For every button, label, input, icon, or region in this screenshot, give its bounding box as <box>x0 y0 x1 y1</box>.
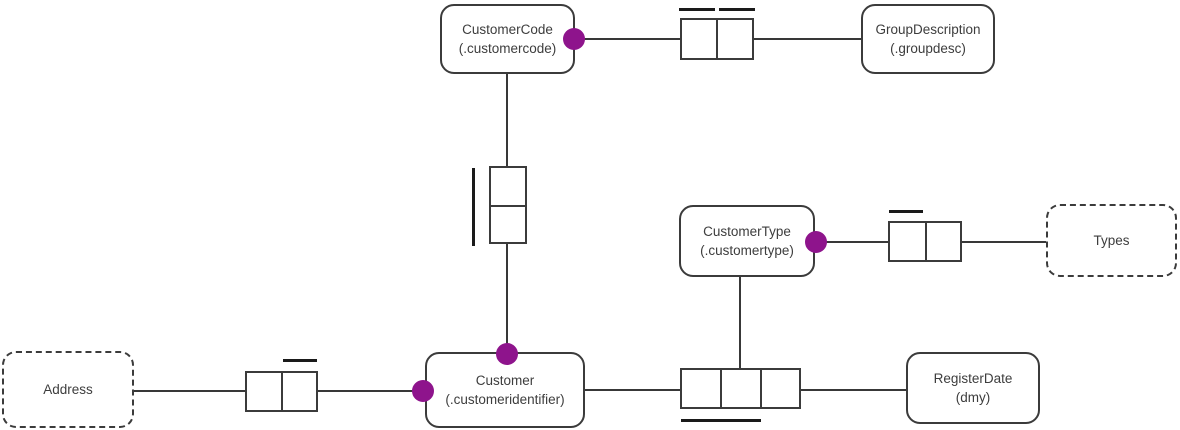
cardinality-tick-icon <box>719 8 755 11</box>
endpoint-dot-icon <box>805 231 827 253</box>
cardinality-bar-icon <box>472 168 475 246</box>
edge-customercode-vjunction[interactable] <box>506 74 508 166</box>
node-types[interactable]: Types <box>1046 204 1177 277</box>
junction-customercode-groupdescription[interactable] <box>680 18 754 60</box>
junction-divider <box>716 20 718 58</box>
node-customer-code[interactable]: CustomerCode (.customercode) <box>440 4 575 74</box>
junction-customer-registerdate[interactable] <box>680 368 801 409</box>
cardinality-tick-icon <box>283 359 317 362</box>
edge-vjunction-customer[interactable] <box>506 244 508 354</box>
cardinality-tick-icon <box>889 210 923 213</box>
edge-junction-groupdescription[interactable] <box>754 38 861 40</box>
junction-divider <box>925 223 927 260</box>
junction-divider <box>760 370 762 407</box>
node-label: Types <box>1093 233 1130 248</box>
junction-address-customer[interactable] <box>245 371 318 412</box>
junction-customercode-customer[interactable] <box>489 166 527 244</box>
node-customer[interactable]: Customer (.customeridentifier) <box>425 352 585 428</box>
edge-junction-customer[interactable] <box>318 390 425 392</box>
node-sublabel: (.customercode) <box>458 41 557 56</box>
node-label: CustomerType <box>703 224 791 239</box>
node-sublabel: (.customertype) <box>700 243 794 258</box>
endpoint-dot-icon <box>563 28 585 50</box>
edge-3celljunction-registerdate[interactable] <box>801 389 906 391</box>
edge-junction-types[interactable] <box>962 241 1046 243</box>
edge-customer-3celljunction[interactable] <box>585 389 680 391</box>
edge-customercode-junction[interactable] <box>584 38 680 40</box>
node-sublabel: (dmy) <box>955 390 991 405</box>
edge-address-junction[interactable] <box>134 390 245 392</box>
node-label: GroupDescription <box>875 22 981 37</box>
junction-divider <box>281 373 283 410</box>
node-label: RegisterDate <box>933 371 1013 386</box>
endpoint-dot-icon <box>412 380 434 402</box>
junction-divider <box>491 205 525 207</box>
node-address[interactable]: Address <box>2 351 134 428</box>
junction-divider <box>720 370 722 407</box>
node-sublabel: (.customeridentifier) <box>445 392 565 407</box>
node-label: CustomerCode <box>462 22 553 37</box>
node-customer-type[interactable]: CustomerType (.customertype) <box>679 205 815 277</box>
edge-customertype-3celljunction[interactable] <box>739 277 741 368</box>
endpoint-dot-icon <box>496 343 518 365</box>
cardinality-bar-icon <box>681 419 761 422</box>
node-group-description[interactable]: GroupDescription (.groupdesc) <box>861 4 995 74</box>
junction-customertype-types[interactable] <box>888 221 962 262</box>
node-label: Address <box>43 382 93 397</box>
cardinality-tick-icon <box>679 8 715 11</box>
edge-customertype-junction[interactable] <box>815 241 888 243</box>
node-label: Customer <box>475 373 535 388</box>
node-sublabel: (.groupdesc) <box>890 41 966 56</box>
node-register-date[interactable]: RegisterDate (dmy) <box>906 352 1040 424</box>
